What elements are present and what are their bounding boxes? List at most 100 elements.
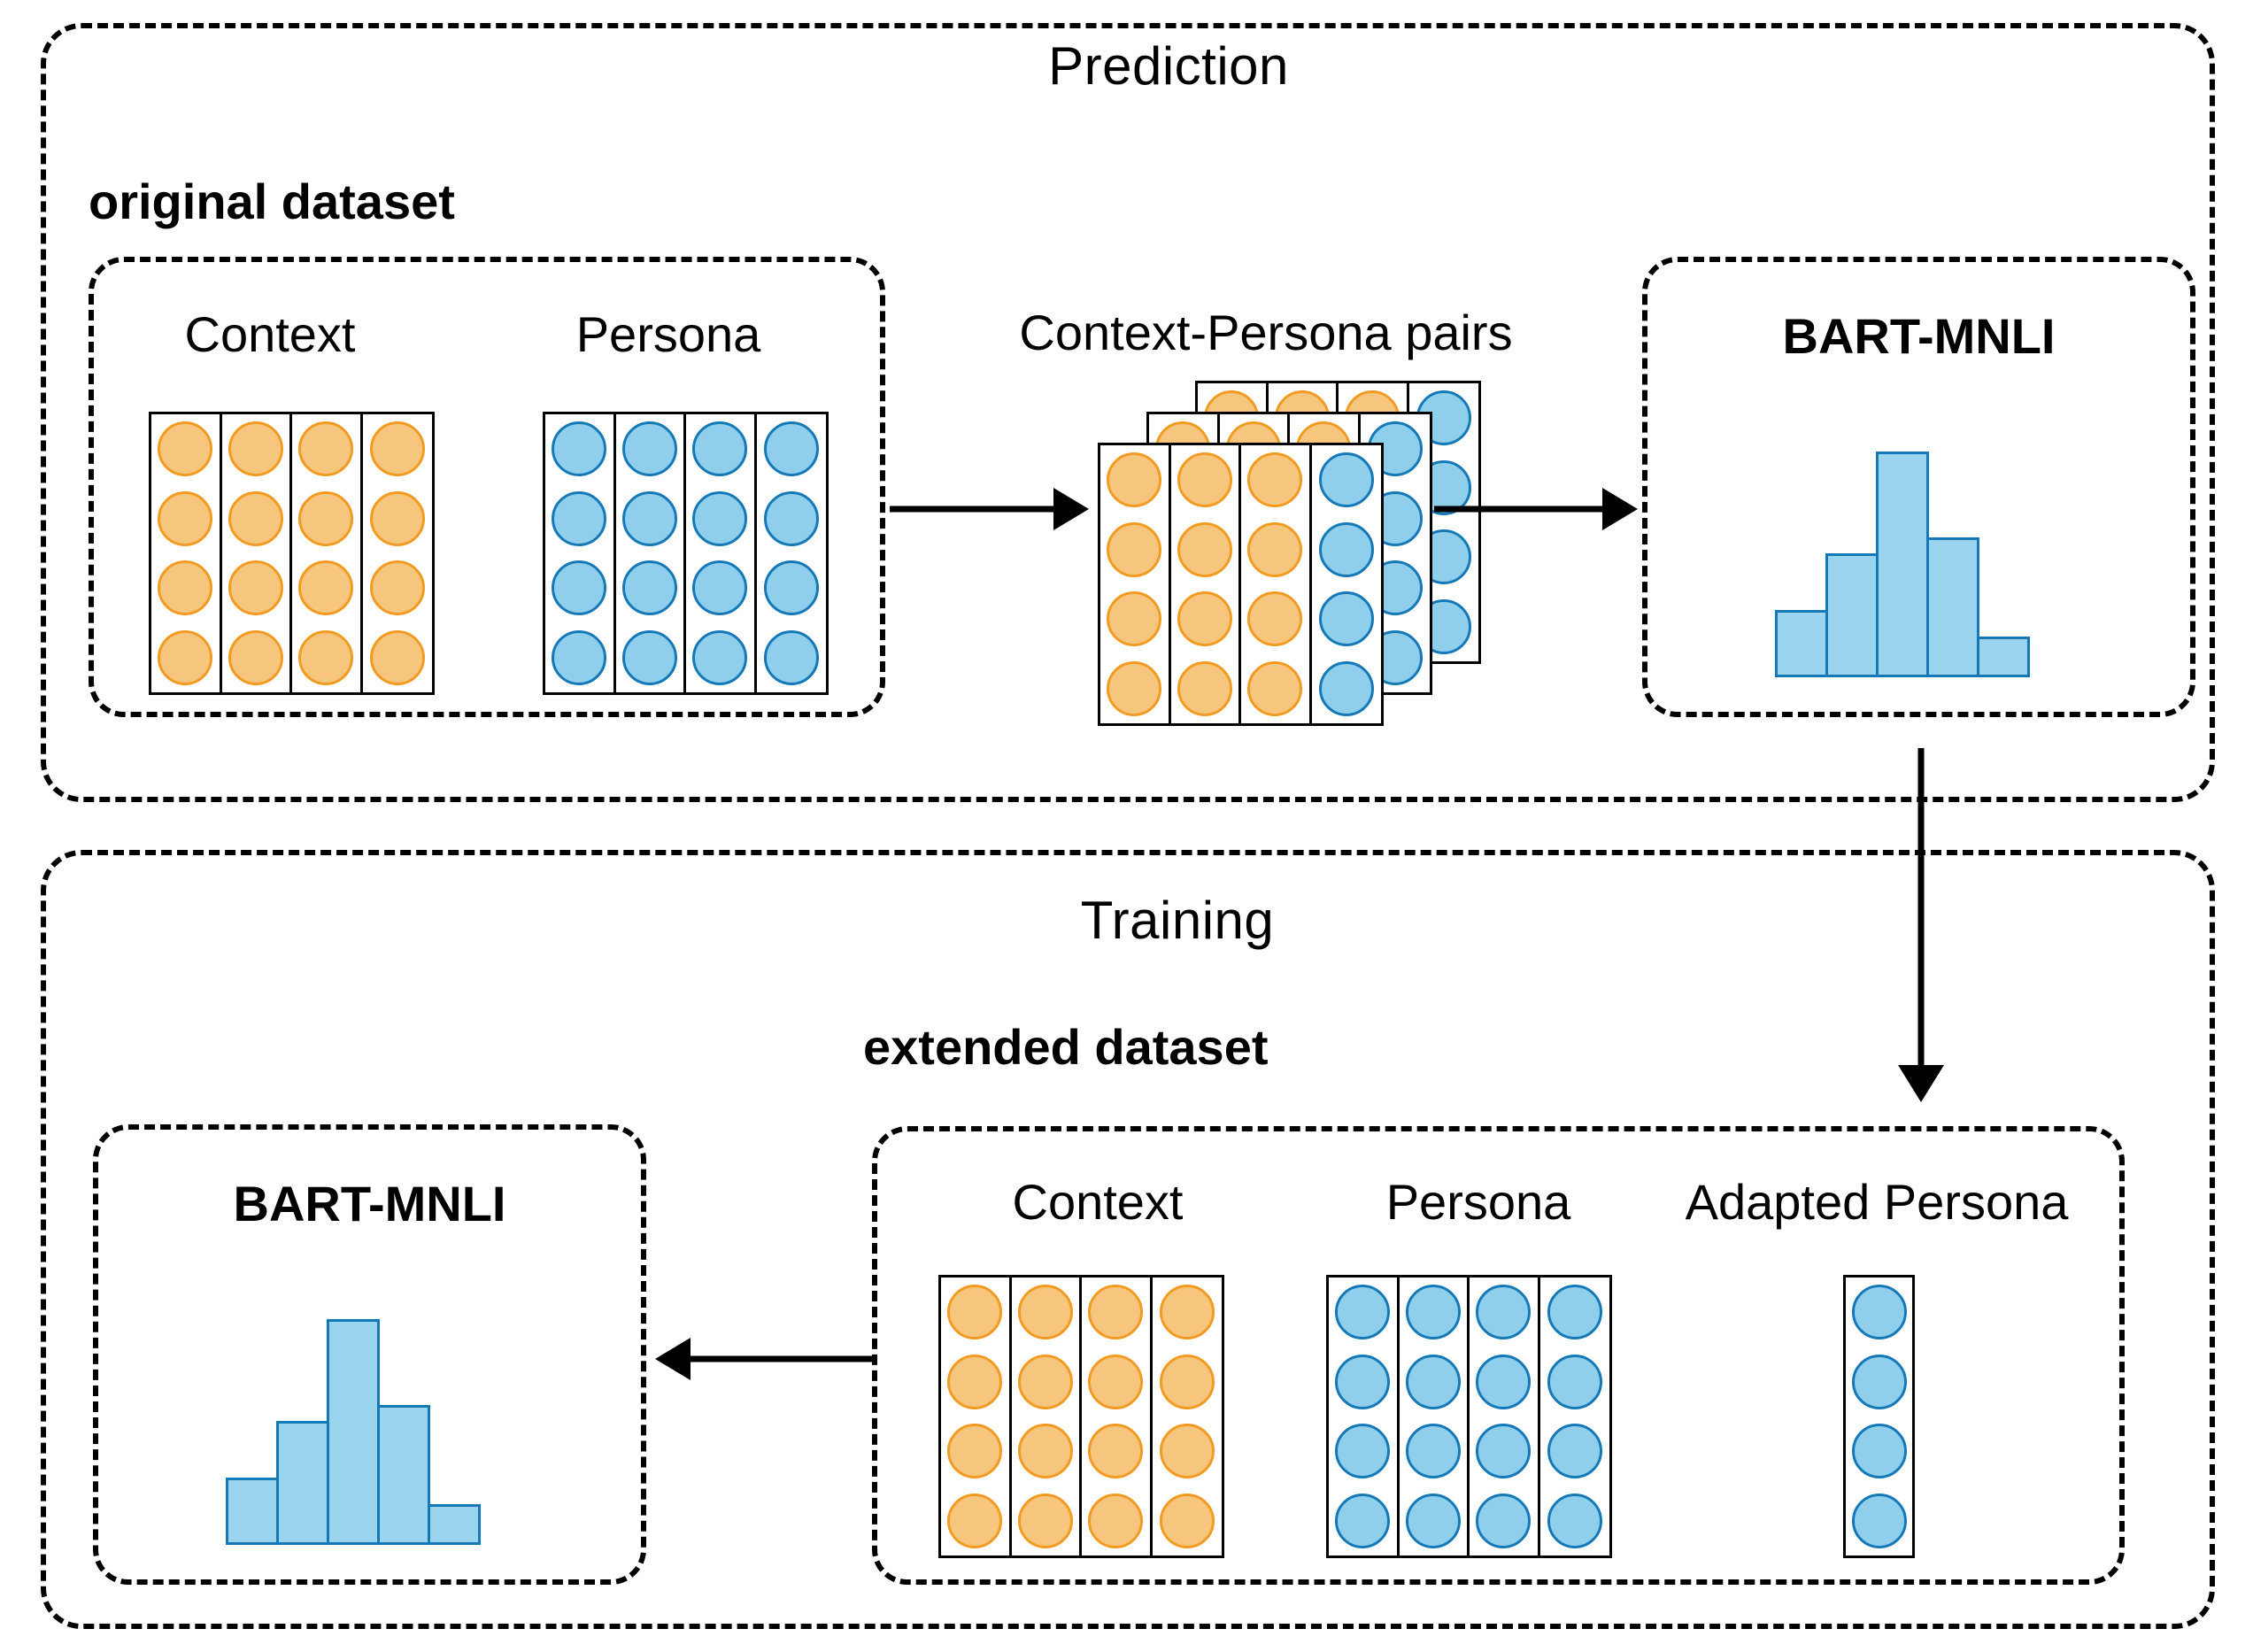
persona-dot [1476, 1285, 1532, 1340]
histogram-bar [1775, 610, 1828, 677]
matrix-column [1846, 1278, 1912, 1556]
persona-dot [621, 629, 677, 685]
context-dot [947, 1354, 1003, 1409]
extended-dataset-box [872, 1126, 2125, 1585]
prediction-section-title: Prediction [1048, 36, 1289, 96]
arrow-shaft [890, 506, 1062, 513]
prediction-histogram [1775, 452, 2032, 677]
context-dot [1247, 660, 1303, 716]
persona-dot [1318, 660, 1374, 716]
matrix-column [616, 414, 687, 692]
persona-dot [692, 421, 748, 477]
arrow-head-icon [1898, 1065, 1944, 1102]
context-dot [1107, 591, 1162, 647]
persona-dot [1318, 521, 1374, 577]
adapted-persona-title: Adapted Persona [1685, 1174, 2069, 1230]
context-dot [228, 421, 283, 477]
original-dataset-box [89, 257, 885, 717]
original-dataset-label: original dataset [89, 174, 455, 229]
persona-dot [1405, 1493, 1461, 1548]
persona-dot [552, 629, 607, 685]
persona-dot [552, 560, 607, 616]
context-dot [1159, 1424, 1215, 1479]
matrix-column [1400, 1278, 1470, 1556]
context-dot [1017, 1354, 1073, 1409]
adapted-persona-dot [1851, 1285, 1907, 1340]
matrix-column [292, 414, 363, 692]
histogram-bar [428, 1504, 481, 1545]
arrow-dataset-to-pairs [890, 482, 1089, 536]
context-dot [228, 629, 283, 685]
context-dot [1107, 660, 1162, 716]
context-dot [1159, 1354, 1215, 1409]
context-persona-pairs-stack [1098, 381, 1593, 726]
persona-dot [1335, 1493, 1391, 1548]
context-dot [228, 490, 283, 546]
context-dot [298, 490, 354, 546]
prediction-model-box [1642, 257, 2195, 717]
persona-dot [621, 421, 677, 477]
context-dot [1088, 1493, 1144, 1548]
context-dot [1088, 1354, 1144, 1409]
training-context-matrix [938, 1275, 1224, 1558]
persona-dot [1476, 1493, 1532, 1548]
context-dot [1159, 1285, 1215, 1340]
context-dot [369, 421, 425, 477]
prediction-persona-matrix [543, 412, 829, 695]
persona-dot [1335, 1354, 1391, 1409]
persona-dot [552, 490, 607, 546]
context-dot [158, 560, 213, 616]
matrix-column [1540, 1278, 1609, 1556]
extended-dataset-label: extended dataset [863, 1019, 1269, 1075]
training-persona-title: Persona [1385, 1174, 1571, 1230]
adapted-persona-dot [1851, 1354, 1907, 1409]
adapted-persona-dot [1851, 1493, 1907, 1548]
context-persona-pairs-title: Context-Persona pairs [1019, 305, 1513, 360]
arrow-shaft [1434, 506, 1611, 513]
context-dot [369, 490, 425, 546]
prediction-section [41, 23, 2215, 802]
matrix-column [222, 414, 293, 692]
histogram-bar [1825, 553, 1879, 677]
persona-dot [1405, 1424, 1461, 1479]
context-dot [1247, 521, 1303, 577]
persona-dot [1547, 1493, 1602, 1548]
context-dot [228, 560, 283, 616]
matrix-column [151, 414, 222, 692]
matrix-column [1082, 1278, 1153, 1556]
histogram-bar [1977, 637, 2030, 677]
prediction-context-title: Context [184, 306, 356, 362]
training-section [41, 850, 2215, 1629]
training-section-title: Training [1080, 891, 1275, 950]
prediction-context-matrix [149, 412, 435, 695]
context-dot [1177, 521, 1232, 577]
histogram-bar [1876, 452, 1929, 677]
persona-dot [692, 560, 748, 616]
pairs-card-front [1098, 443, 1384, 726]
matrix-column [1012, 1278, 1083, 1556]
context-dot [1017, 1424, 1073, 1479]
matrix-column [545, 414, 616, 692]
persona-dot [552, 421, 607, 477]
context-dot [1088, 1424, 1144, 1479]
context-dot [1017, 1493, 1073, 1548]
matrix-column [1153, 1278, 1222, 1556]
training-model-title: BART-MNLI [233, 1176, 506, 1231]
context-dot [158, 490, 213, 546]
context-dot [298, 421, 354, 477]
training-persona-matrix [1326, 1275, 1612, 1558]
prediction-model-title: BART-MNLI [1782, 308, 2056, 364]
context-dot [298, 560, 354, 616]
persona-dot [1547, 1354, 1602, 1409]
context-dot [1107, 452, 1162, 508]
persona-dot [763, 490, 819, 546]
context-dot [1177, 660, 1232, 716]
training-context-title: Context [1012, 1174, 1184, 1230]
histogram-bar [377, 1405, 430, 1545]
arrow-extended-dataset-to-model [655, 1332, 876, 1386]
persona-dot [621, 560, 677, 616]
persona-dot [1335, 1424, 1391, 1479]
context-dot [1177, 591, 1232, 647]
matrix-column [941, 1278, 1012, 1556]
histogram-bar [276, 1421, 329, 1545]
